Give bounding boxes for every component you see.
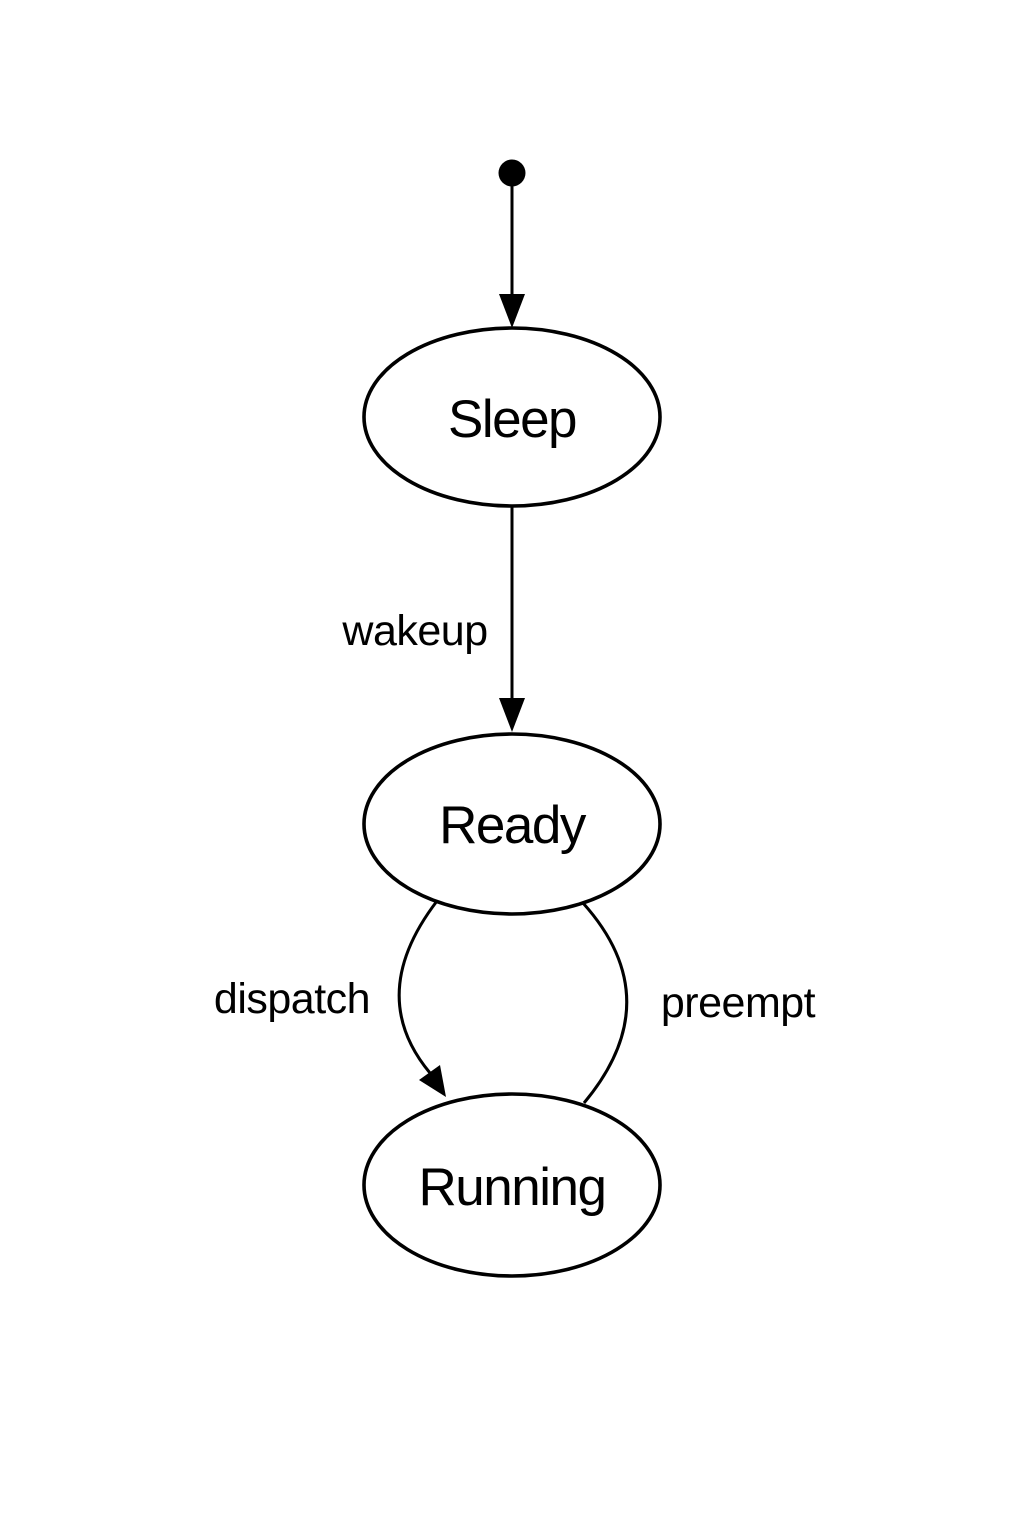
edge-preempt-label: preempt — [661, 979, 816, 1027]
edge-sleep-to-ready-arrowhead — [499, 698, 525, 732]
edge-running-to-ready-curve — [581, 901, 629, 1104]
edge-wakeup-label: wakeup — [341, 607, 487, 655]
edge-ready-to-running: dispatch — [214, 900, 446, 1097]
state-ready-label: Ready — [439, 796, 587, 855]
edge-dispatch-label: dispatch — [214, 975, 370, 1023]
state-sleep-label: Sleep — [448, 390, 576, 449]
edge-running-to-ready: preempt — [581, 901, 816, 1104]
edge-ready-to-running-arrowhead — [419, 1065, 446, 1097]
edge-initial-to-sleep-arrowhead — [499, 294, 525, 328]
state-running-label: Running — [419, 1158, 606, 1217]
state-sleep-ellipse — [362, 326, 662, 508]
edge-ready-to-running-curve — [397, 900, 439, 1074]
edge-sleep-to-ready: wakeup — [341, 507, 525, 732]
state-sleep: Sleep — [362, 326, 662, 508]
state-ready-ellipse — [362, 732, 662, 916]
initial-state-dot — [498, 159, 526, 187]
edge-initial-to-sleep — [499, 186, 525, 328]
state-running-ellipse — [362, 1092, 662, 1278]
state-running: Running — [362, 1092, 662, 1278]
state-ready: Ready — [362, 732, 662, 916]
